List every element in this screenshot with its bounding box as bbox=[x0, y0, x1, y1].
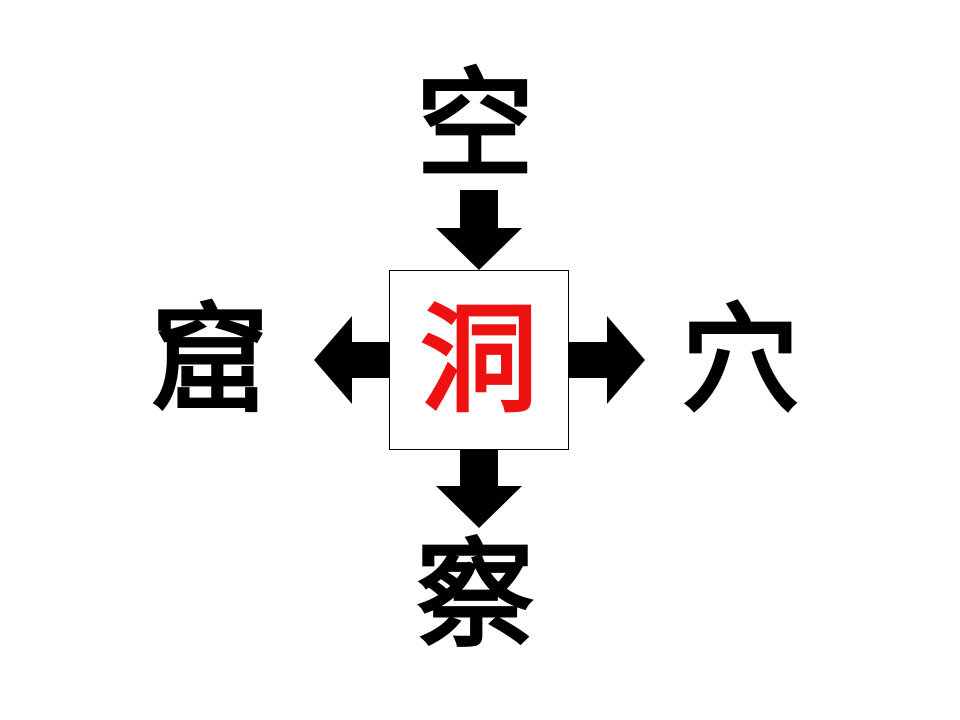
arrow-down-bottom bbox=[436, 450, 522, 528]
arrow-right bbox=[569, 316, 645, 404]
right-word: 穴 bbox=[680, 291, 799, 429]
arrow-left bbox=[314, 316, 390, 404]
arrow-down-top bbox=[436, 190, 522, 270]
center-box: 洞 bbox=[389, 270, 569, 450]
top-word: 空 bbox=[415, 56, 534, 194]
answer-character: 洞 bbox=[419, 291, 538, 429]
left-word: 窟 bbox=[150, 291, 269, 429]
bottom-word: 察 bbox=[415, 526, 534, 664]
